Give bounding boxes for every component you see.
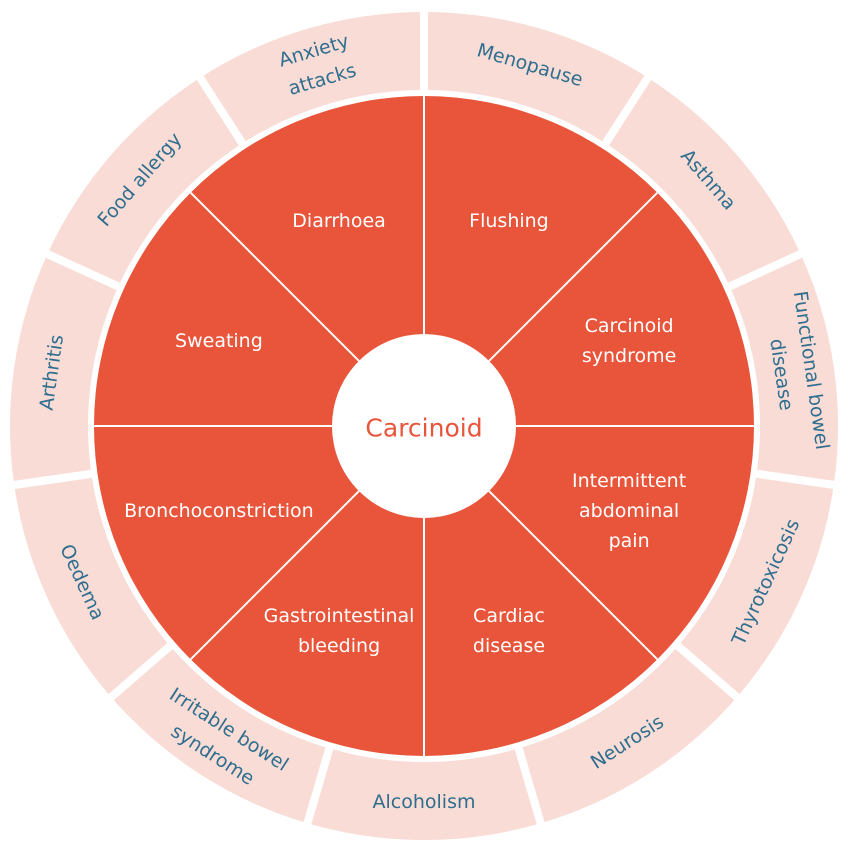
inner-label-gastrointestinal-bleeding: Gastrointestinal bleeding: [264, 605, 415, 657]
inner-label-bronchoconstriction: Bronchoconstriction: [124, 500, 314, 522]
inner-label-carcinoid-syndrome-line: Carcinoid: [585, 315, 674, 337]
inner-label-flushing-line: Flushing: [469, 210, 549, 232]
inner-divider: [488, 490, 659, 661]
inner-label-cardiac-disease-line: Cardiac: [473, 605, 545, 627]
inner-label-diarrhoea-line: Diarrhoea: [292, 210, 386, 232]
inner-label-intermittent-abdominal-pain-line: pain: [609, 530, 650, 552]
inner-label-intermittent-abdominal-pain-line: Intermittent: [572, 470, 686, 492]
inner-label-cardiac-disease: Cardiac disease: [473, 605, 545, 657]
inner-label-diarrhoea: Diarrhoea: [292, 210, 386, 232]
inner-divider: [189, 490, 360, 661]
inner-divider: [189, 191, 360, 362]
outer-label-alcoholism-line: Alcoholism: [373, 791, 476, 813]
inner-label-flushing: Flushing: [469, 210, 549, 232]
outer-label-alcoholism: Alcoholism: [373, 791, 476, 813]
inner-label-carcinoid-syndrome: Carcinoid syndrome: [582, 315, 676, 367]
inner-label-bronchoconstriction-line: Bronchoconstriction: [124, 500, 314, 522]
inner-label-gastrointestinal-bleeding-line: Gastrointestinal: [264, 605, 415, 627]
inner-label-intermittent-abdominal-pain: Intermittent abdominal pain: [572, 470, 686, 552]
inner-label-carcinoid-syndrome-line: syndrome: [582, 345, 676, 367]
center-circle: [332, 334, 516, 518]
center-hub: Carcinoid: [332, 334, 516, 518]
center-label: Carcinoid: [365, 414, 482, 443]
inner-divider: [488, 191, 659, 362]
inner-label-cardiac-disease-line: disease: [473, 635, 545, 657]
inner-label-sweating: Sweating: [175, 330, 263, 352]
outer-segment-anxiety-attacks: [192, 3, 428, 153]
inner-label-gastrointestinal-bleeding-line: bleeding: [298, 635, 380, 657]
inner-label-sweating-line: Sweating: [175, 330, 263, 352]
inner-label-intermittent-abdominal-pain-line: abdominal: [579, 500, 679, 522]
